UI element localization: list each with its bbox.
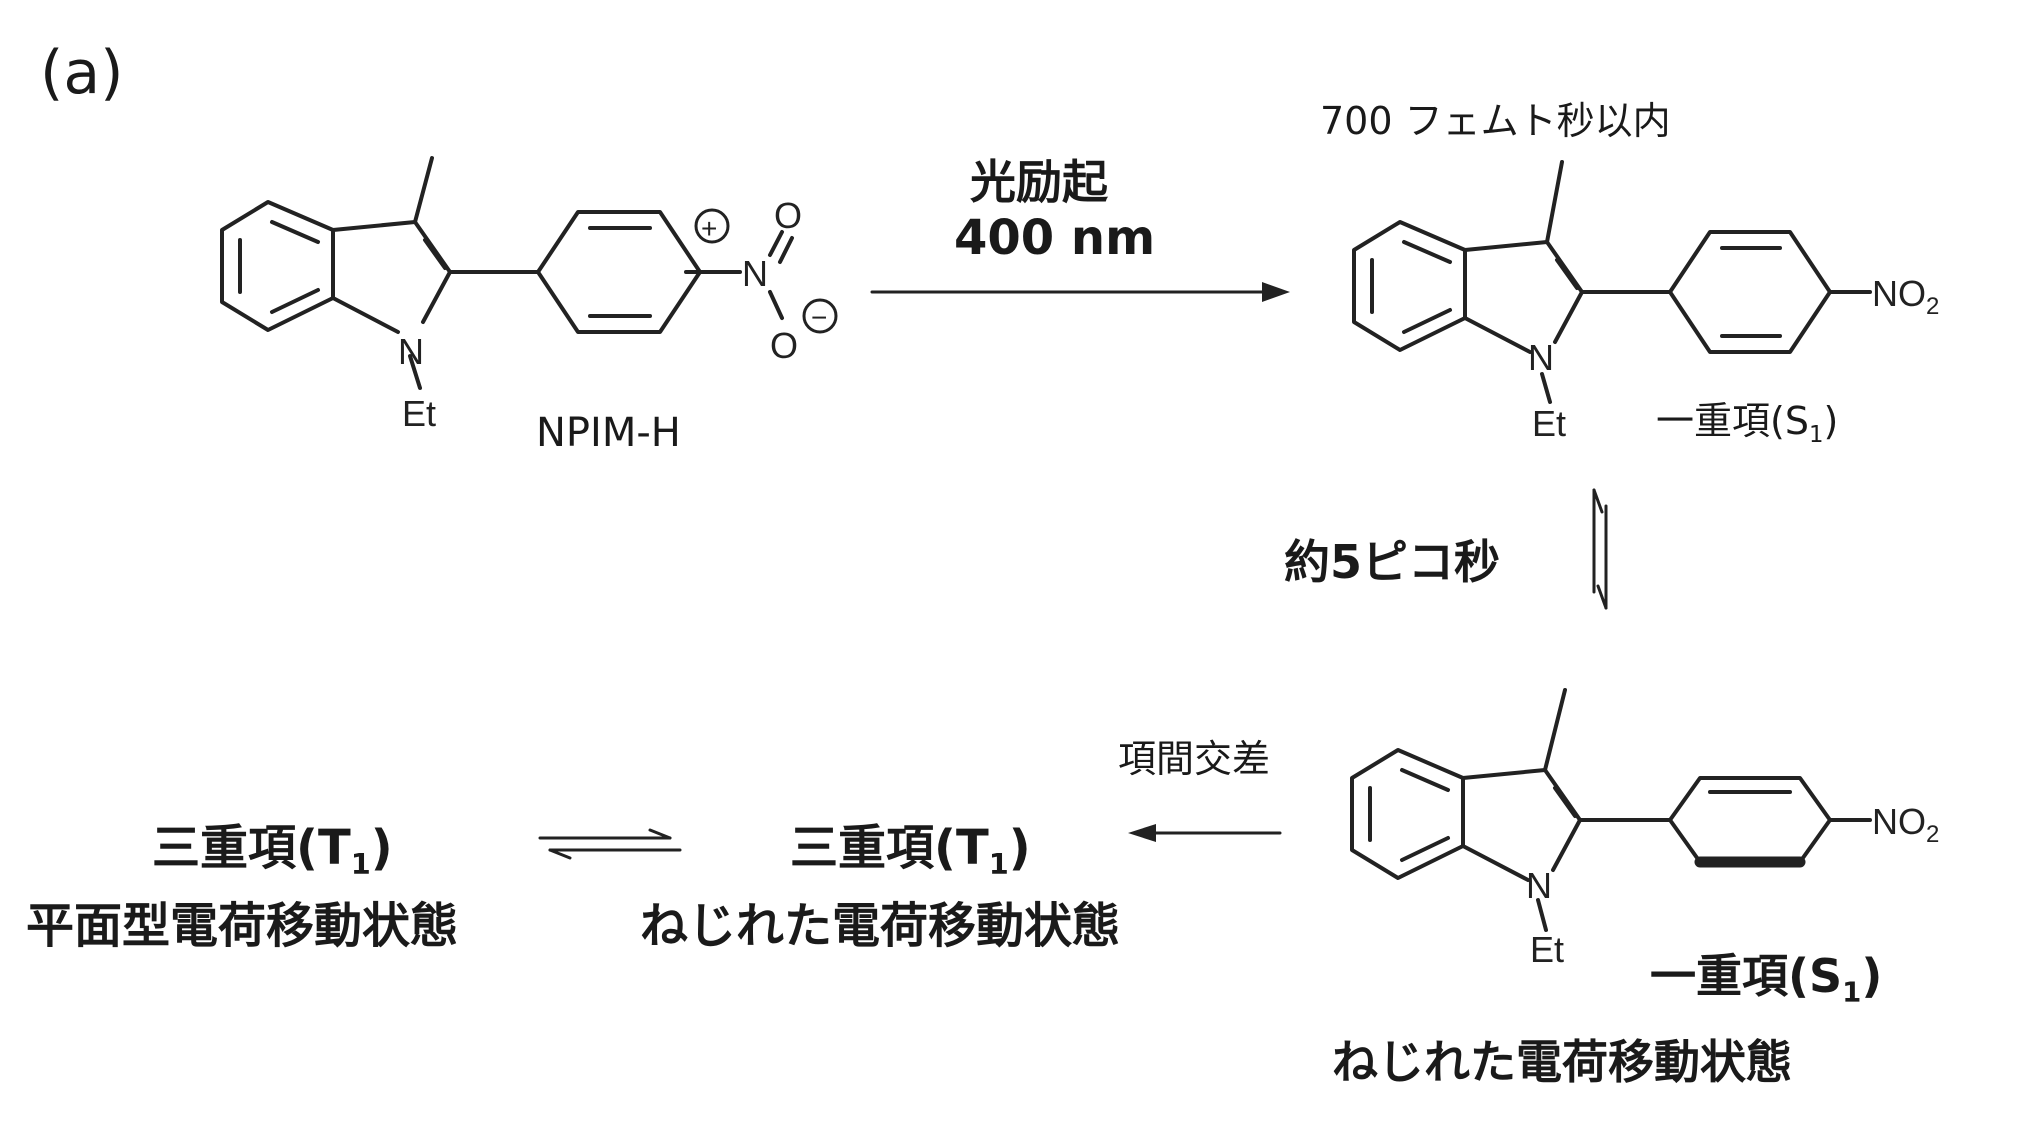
atom-nitro-o1: O bbox=[774, 195, 802, 236]
molecule-s1 bbox=[1352, 160, 1872, 404]
state-prefix: 三重項 bbox=[790, 820, 935, 876]
state-sub: 1 bbox=[1808, 421, 1824, 448]
time-label-700fs: 700 フェムト秒以内 bbox=[1320, 99, 1671, 143]
state-desc-t1-twisted: ねじれた電荷移動状態 bbox=[640, 898, 1121, 954]
time-label-5ps: 約5ピコ秒 bbox=[1284, 535, 1501, 589]
atom-nitro-n: N bbox=[742, 253, 768, 294]
molecule-s1-tict bbox=[1350, 688, 1872, 932]
isc-label: 項間交差 bbox=[1118, 737, 1271, 781]
charge-plus-label: + bbox=[701, 213, 717, 244]
state-sub: 1 bbox=[350, 847, 371, 882]
state-close: ) bbox=[370, 820, 393, 876]
atom-no2: NO2 bbox=[1872, 801, 1939, 848]
atom-nitro-o2: O bbox=[770, 325, 798, 366]
state-prefix: 一重項 bbox=[1650, 949, 1788, 1003]
equilibrium-arrow-horizontal bbox=[538, 828, 682, 860]
state-close: ) bbox=[1823, 399, 1839, 443]
state-label-t1-planar: 三重項(T1) bbox=[152, 808, 393, 881]
state-open: (T bbox=[296, 820, 351, 876]
state-sub: 1 bbox=[988, 847, 1009, 882]
molecule-name: NPIM-H bbox=[536, 410, 681, 456]
state-desc-t1-planar: 平面型電荷移動状態 bbox=[26, 898, 459, 954]
panel-label: (a) bbox=[40, 38, 124, 108]
state-label-s1: 一重項(S1) bbox=[1656, 390, 1838, 448]
atom-no2: NO2 bbox=[1872, 273, 1939, 320]
state-open: (S bbox=[1770, 399, 1809, 443]
state-sub: 1 bbox=[1842, 975, 1862, 1009]
excitation-label-line2: 400 nm bbox=[954, 210, 1156, 266]
atom-n: N bbox=[1528, 337, 1554, 378]
state-desc-s1-tict: ねじれた電荷移動状態 bbox=[1332, 1035, 1792, 1089]
atom-et: Et bbox=[1530, 929, 1564, 970]
state-label-s1-tict: 一重項(S1) bbox=[1650, 940, 1882, 1009]
state-prefix: 三重項 bbox=[152, 820, 297, 876]
state-close: ) bbox=[1861, 949, 1883, 1003]
equilibrium-arrow-vertical bbox=[1592, 488, 1608, 610]
atom-et: Et bbox=[1532, 403, 1566, 444]
atom-n: N bbox=[398, 331, 424, 372]
state-close: ) bbox=[1008, 820, 1031, 876]
atom-et: Et bbox=[402, 393, 436, 434]
excitation-label-line1: 光励起 bbox=[970, 155, 1108, 209]
state-prefix: 一重項 bbox=[1656, 399, 1771, 443]
state-label-t1-twisted: 三重項(T1) bbox=[790, 808, 1031, 881]
arrow-photoexcitation bbox=[870, 282, 1290, 302]
molecule-npim-h bbox=[220, 156, 838, 390]
arrow-isc bbox=[1128, 824, 1282, 842]
charge-minus-label: − bbox=[811, 302, 827, 333]
atom-n: N bbox=[1526, 865, 1552, 906]
state-open: (T bbox=[934, 820, 989, 876]
state-open: (S bbox=[1788, 949, 1843, 1003]
